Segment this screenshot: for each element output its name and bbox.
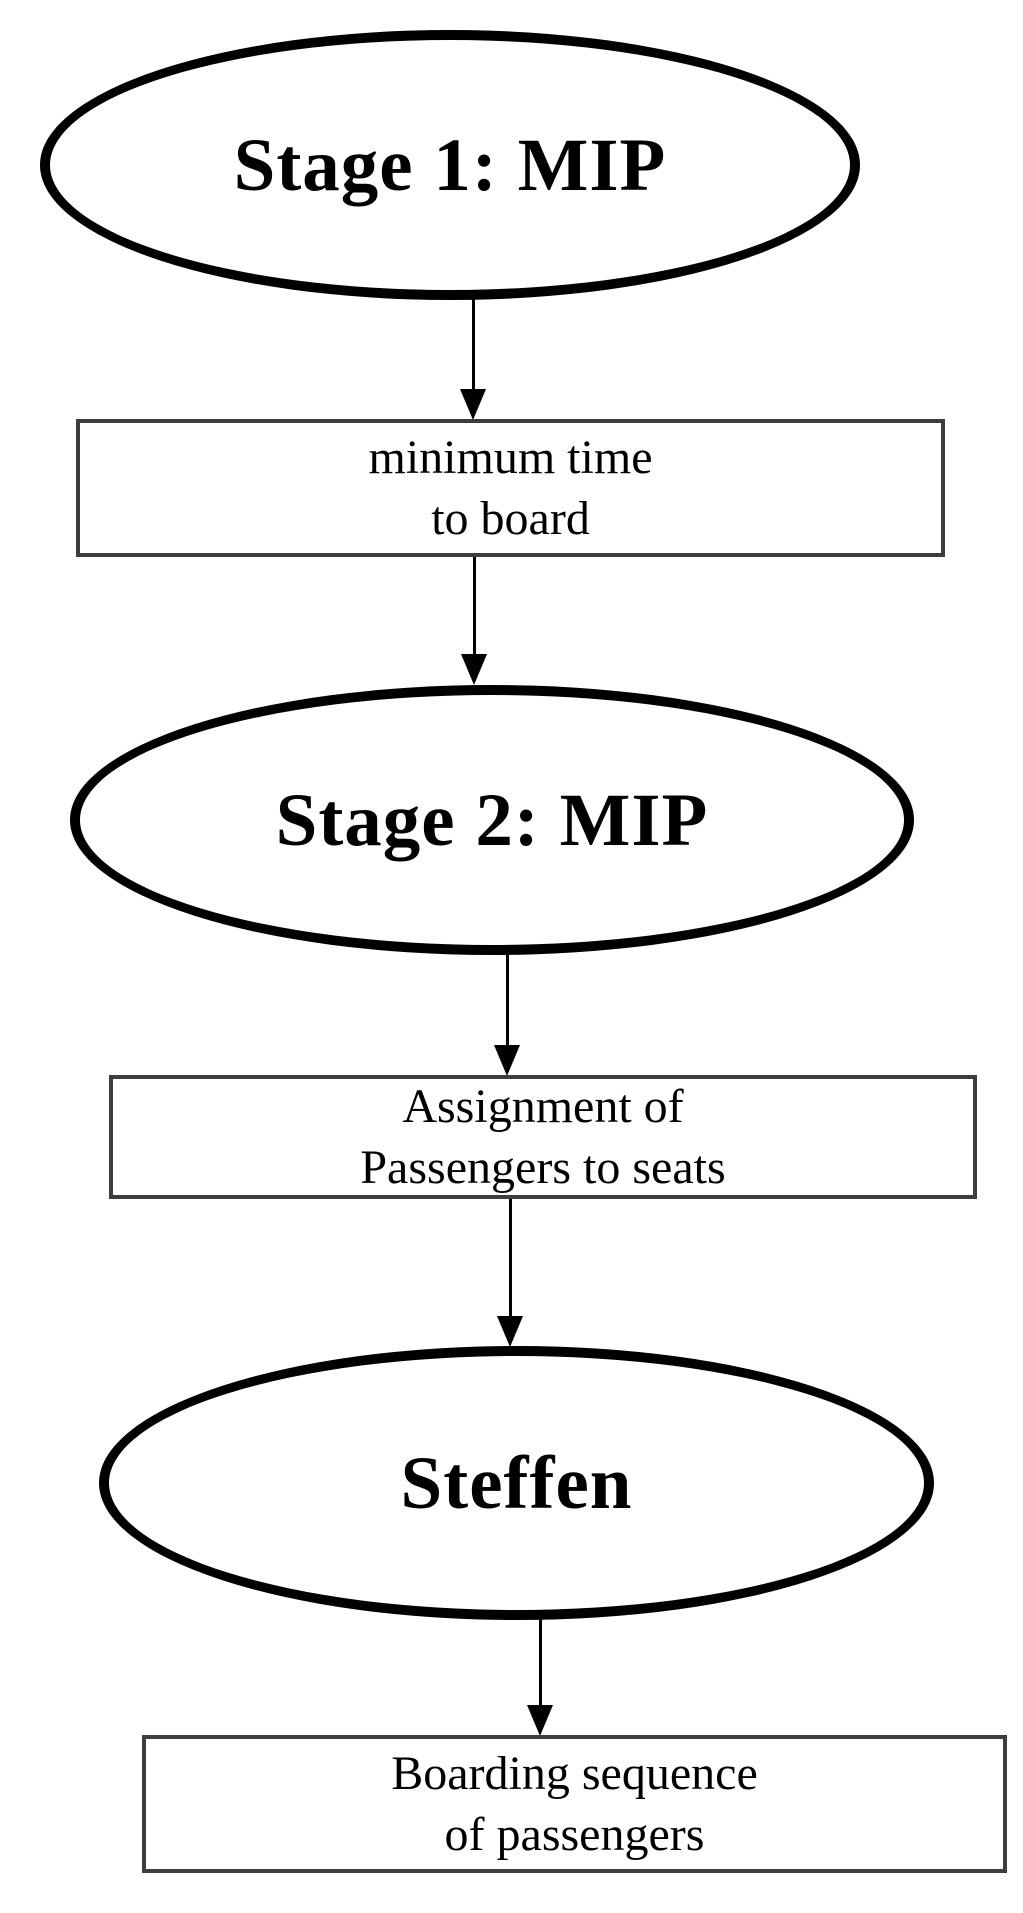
flow-arrow-1 bbox=[460, 296, 486, 420]
flow-arrow-3 bbox=[494, 950, 520, 1076]
flow-arrow-5 bbox=[527, 1618, 553, 1736]
node-ellipse-stage-1-mip: Stage 1: MIP bbox=[40, 30, 860, 300]
node-box-minimum-time-to-board: minimum time to board bbox=[76, 419, 945, 557]
node-label-line: of passengers bbox=[444, 1808, 705, 1861]
node-label-line: Passengers to seats bbox=[360, 1141, 726, 1194]
flow-arrow-4 bbox=[497, 1199, 523, 1347]
arrow-stem bbox=[538, 1618, 542, 1705]
node-label-line: to board bbox=[431, 492, 590, 545]
node-label-line: Assignment of bbox=[402, 1079, 684, 1133]
arrow-stem bbox=[508, 1199, 512, 1316]
arrow-head-down-icon bbox=[497, 1316, 523, 1347]
arrow-head-down-icon bbox=[460, 389, 486, 420]
node-label: Steffen bbox=[400, 1441, 633, 1525]
arrow-head-down-icon bbox=[527, 1705, 553, 1736]
arrow-stem bbox=[505, 950, 509, 1045]
arrow-stem bbox=[471, 296, 475, 389]
node-box-boarding-sequence-of-passengers: Boarding sequence of passengers bbox=[142, 1735, 1007, 1873]
flow-arrow-2 bbox=[461, 557, 487, 685]
node-ellipse-steffen: Steffen bbox=[99, 1346, 934, 1620]
node-label: Stage 1: MIP bbox=[233, 123, 667, 207]
arrow-stem bbox=[472, 557, 476, 654]
node-label-line: Boarding sequence bbox=[391, 1746, 758, 1800]
arrow-head-down-icon bbox=[494, 1045, 520, 1076]
node-label: Stage 2: MIP bbox=[275, 778, 709, 862]
node-box-assignment-of-passengers-to-seats: Assignment of Passengers to seats bbox=[109, 1075, 977, 1199]
node-label-line: minimum time bbox=[368, 430, 653, 484]
node-ellipse-stage-2-mip: Stage 2: MIP bbox=[70, 685, 914, 955]
arrow-head-down-icon bbox=[461, 654, 487, 685]
